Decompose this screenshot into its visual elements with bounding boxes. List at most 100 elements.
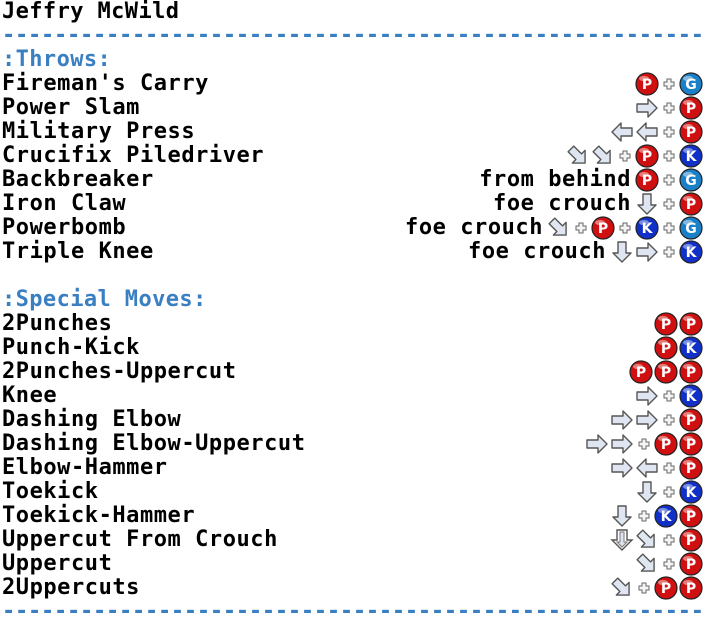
- svg-text:K: K: [642, 221, 654, 237]
- move-name: Power Slam: [2, 95, 140, 120]
- plus-icon: [660, 216, 678, 240]
- svg-text:P: P: [598, 221, 608, 237]
- right-arrow-icon: [635, 384, 659, 408]
- move-name: Iron Claw: [2, 191, 127, 216]
- kick-button-icon: K: [679, 480, 703, 504]
- punch-button-icon: P: [679, 360, 703, 384]
- punch-button-icon: P: [654, 336, 678, 360]
- plus-icon: [660, 120, 678, 144]
- punch-button-icon: P: [679, 312, 703, 336]
- svg-text:G: G: [685, 221, 697, 237]
- move-condition: foe crouch: [405, 215, 543, 240]
- svg-text:K: K: [686, 341, 698, 357]
- svg-text:G: G: [685, 77, 697, 93]
- plus-icon: [635, 432, 653, 456]
- svg-text:P: P: [661, 341, 671, 357]
- move-input: K: [634, 480, 703, 504]
- move-row: Dashing Elbow P: [2, 408, 703, 432]
- plus-icon: [660, 192, 678, 216]
- svg-text:K: K: [661, 509, 673, 525]
- move-name: Toekick: [2, 479, 99, 504]
- punch-button-icon: P: [679, 456, 703, 480]
- svg-text:P: P: [642, 149, 652, 165]
- svg-text:P: P: [686, 581, 696, 597]
- move-name: Dashing Elbow: [2, 407, 182, 432]
- move-name: Triple Knee: [2, 239, 154, 264]
- move-name: Military Press: [2, 119, 196, 144]
- plus-icon: [660, 384, 678, 408]
- svg-text:P: P: [661, 317, 671, 333]
- guard-button-icon: G: [679, 72, 703, 96]
- svg-text:P: P: [686, 413, 696, 429]
- kick-button-icon: K: [635, 216, 659, 240]
- svg-text:P: P: [686, 557, 696, 573]
- right-arrow-icon: [635, 408, 659, 432]
- svg-text:P: P: [686, 317, 696, 333]
- punch-button-icon: P: [679, 528, 703, 552]
- plus-icon: [660, 552, 678, 576]
- down-right-arrow-icon: [547, 216, 571, 240]
- punch-button-icon: P: [591, 216, 615, 240]
- right-arrow-icon: [585, 432, 609, 456]
- kick-button-icon: K: [679, 144, 703, 168]
- punch-button-icon: P: [654, 312, 678, 336]
- punch-button-icon: P: [654, 360, 678, 384]
- plus-icon: [635, 504, 653, 528]
- plus-icon: [660, 240, 678, 264]
- punch-button-icon: P: [679, 120, 703, 144]
- move-input: K: [634, 384, 703, 408]
- svg-text:P: P: [661, 581, 671, 597]
- svg-text:K: K: [686, 245, 698, 261]
- down-arrow-icon: [635, 480, 659, 504]
- guard-button-icon: G: [679, 168, 703, 192]
- move-name: Backbreaker: [2, 167, 154, 192]
- left-arrow-icon: [635, 456, 659, 480]
- plus-icon: [660, 480, 678, 504]
- svg-text:P: P: [636, 365, 646, 381]
- punch-button-icon: P: [679, 576, 703, 600]
- move-row: Uppercut P: [2, 552, 703, 576]
- move-row: Knee K: [2, 384, 703, 408]
- kick-button-icon: K: [679, 336, 703, 360]
- right-arrow-icon: [635, 240, 659, 264]
- svg-text:P: P: [686, 461, 696, 477]
- plus-icon: [572, 216, 590, 240]
- plus-icon: [660, 144, 678, 168]
- section-heading: :Throws:: [2, 47, 112, 72]
- move-name: Knee: [2, 383, 58, 408]
- kick-button-icon: K: [679, 384, 703, 408]
- plus-icon: [660, 528, 678, 552]
- right-arrow-icon: [610, 432, 634, 456]
- punch-button-icon: P: [679, 408, 703, 432]
- move-name: Uppercut From Crouch: [2, 527, 278, 552]
- punch-button-icon: P: [679, 432, 703, 456]
- kick-button-icon: K: [654, 504, 678, 528]
- move-name: 2Punches: [2, 311, 113, 336]
- svg-text:P: P: [686, 197, 696, 213]
- punch-button-icon: P: [679, 192, 703, 216]
- punch-button-icon: P: [635, 144, 659, 168]
- svg-text:K: K: [686, 485, 698, 501]
- right-arrow-icon: [635, 96, 659, 120]
- plus-icon: [660, 456, 678, 480]
- plus-icon: [616, 144, 634, 168]
- svg-text:K: K: [686, 149, 698, 165]
- kick-button-icon: K: [679, 240, 703, 264]
- punch-button-icon: P: [679, 552, 703, 576]
- move-name: Uppercut: [2, 551, 113, 576]
- move-name: Fireman's Carry: [2, 71, 209, 96]
